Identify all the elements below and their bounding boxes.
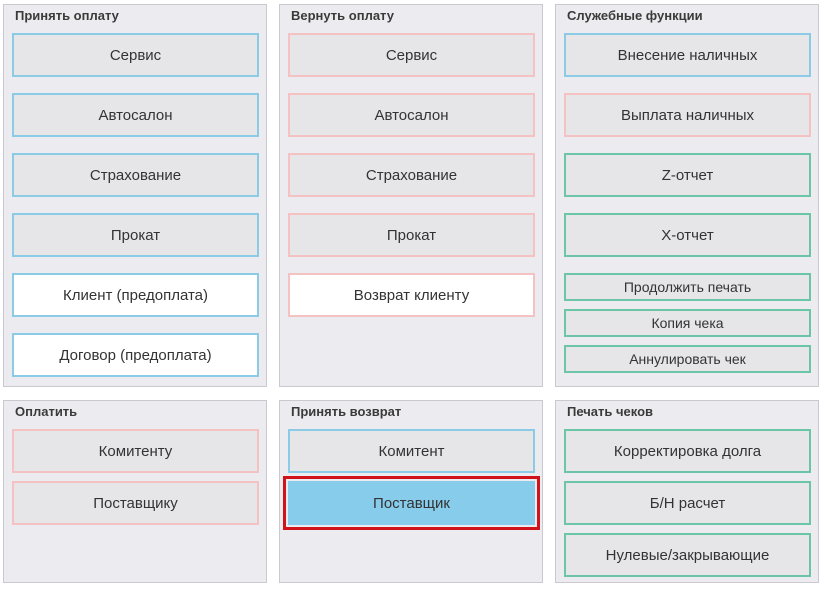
return-service-button[interactable]: Сервис [288, 33, 535, 77]
panel-title: Служебные функции [567, 8, 703, 23]
continue-printing-button[interactable]: Продолжить печать [564, 273, 811, 301]
x-report-button[interactable]: X-отчет [564, 213, 811, 257]
return-to-client-button[interactable]: Возврат клиенту [288, 273, 535, 317]
receipt-copy-button[interactable]: Копия чека [564, 309, 811, 337]
panel-title: Принять оплату [15, 8, 119, 23]
cash-in-button[interactable]: Внесение наличных [564, 33, 811, 77]
cancel-receipt-button[interactable]: Аннулировать чек [564, 345, 811, 373]
pay-consignor-button[interactable]: Комитенту [12, 429, 259, 473]
panel-accept-return: Принять возврат Комитент Поставщик [279, 400, 543, 583]
accept-contract-prepay-button[interactable]: Договор (предоплата) [12, 333, 259, 377]
return-consignor-button[interactable]: Комитент [288, 429, 535, 473]
panel-return-payment: Вернуть оплату Сервис Автосалон Страхова… [279, 4, 543, 387]
return-insurance-button[interactable]: Страхование [288, 153, 535, 197]
cashless-payment-button[interactable]: Б/Н расчет [564, 481, 811, 525]
zero-closing-button[interactable]: Нулевые/закрывающие [564, 533, 811, 577]
panel-title: Принять возврат [291, 404, 402, 419]
accept-insurance-button[interactable]: Страхование [12, 153, 259, 197]
debt-correction-button[interactable]: Корректировка долга [564, 429, 811, 473]
accept-client-prepay-button[interactable]: Клиент (предоплата) [12, 273, 259, 317]
return-rental-button[interactable]: Прокат [288, 213, 535, 257]
panel-pay: Оплатить Комитенту Поставщику [3, 400, 267, 583]
panel-print-receipts: Печать чеков Корректировка долга Б/Н рас… [555, 400, 819, 583]
panel-title: Оплатить [15, 404, 78, 419]
pay-supplier-button[interactable]: Поставщику [12, 481, 259, 525]
panel-accept-payment: Принять оплату Сервис Автосалон Страхова… [3, 4, 267, 387]
accept-service-button[interactable]: Сервис [12, 33, 259, 77]
panel-title: Печать чеков [567, 404, 654, 419]
cash-out-button[interactable]: Выплата наличных [564, 93, 811, 137]
accept-rental-button[interactable]: Прокат [12, 213, 259, 257]
panel-title: Вернуть оплату [291, 8, 394, 23]
panel-service-functions: Служебные функции Внесение наличных Выпл… [555, 4, 819, 387]
z-report-button[interactable]: Z-отчет [564, 153, 811, 197]
accept-autosalon-button[interactable]: Автосалон [12, 93, 259, 137]
return-supplier-button[interactable]: Поставщик [288, 481, 535, 525]
return-autosalon-button[interactable]: Автосалон [288, 93, 535, 137]
